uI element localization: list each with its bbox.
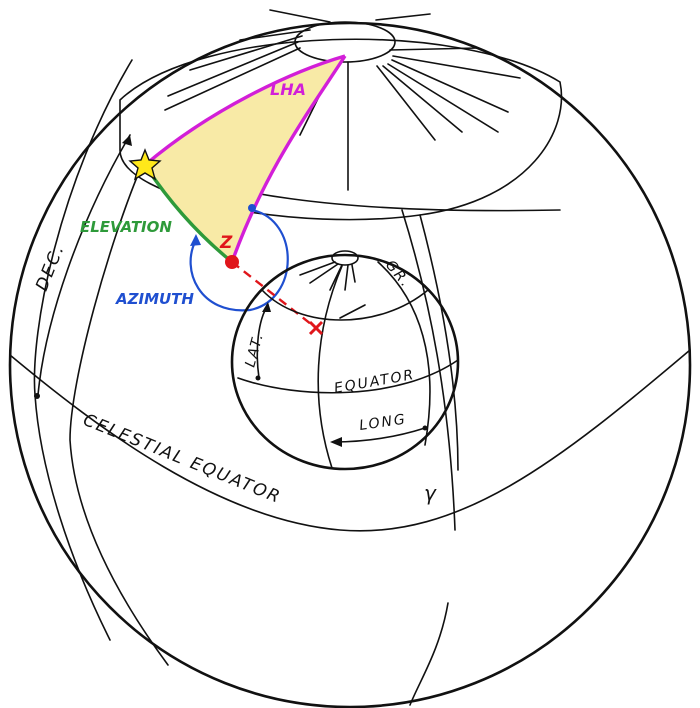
navigational-triangle xyxy=(145,56,345,262)
elevation-label: ELEVATION xyxy=(80,218,172,236)
earth-central-meridian xyxy=(317,265,343,469)
meridian-through-star xyxy=(69,164,169,666)
dec-arrow xyxy=(34,134,132,399)
azimuth-arrowhead xyxy=(190,234,201,246)
lat-dot xyxy=(255,375,261,381)
lha-arc-meridian xyxy=(230,55,347,263)
meridian-lower xyxy=(409,602,449,706)
long-label: LONG xyxy=(358,411,407,433)
lat-label: LAT. xyxy=(242,330,267,369)
zenith-line xyxy=(231,261,317,329)
long-arrow xyxy=(332,427,426,443)
zenith-label: Z xyxy=(219,233,233,253)
long-arrowhead xyxy=(330,437,342,447)
hour-circle-right xyxy=(419,214,459,471)
earth-equator-line xyxy=(237,359,459,394)
azimuth-label: AZIMUTH xyxy=(115,290,194,308)
long-dot xyxy=(422,425,428,431)
equator-label: EQUATOR xyxy=(333,367,417,397)
earth-globe-outline xyxy=(230,253,460,471)
celestial-sphere-outline xyxy=(8,21,692,708)
earth-north-pole-cap xyxy=(331,250,359,266)
aries-label: γ xyxy=(424,481,438,505)
elevation-arc xyxy=(145,167,234,264)
dec-label: DEC. xyxy=(32,241,69,294)
greenwich-meridian xyxy=(377,261,431,446)
lha-arc-upper xyxy=(143,54,346,167)
earth-radial-lines xyxy=(299,261,366,319)
lha-label: LHA xyxy=(270,80,306,99)
greenwich-label: GR. xyxy=(382,257,414,291)
azimuth-arc xyxy=(189,208,289,312)
lat-arrowhead xyxy=(262,302,271,312)
polar-radial-lines xyxy=(164,9,521,191)
red-x-marker xyxy=(308,320,324,336)
celestial-equator-line xyxy=(9,349,691,532)
north-pole-cap xyxy=(294,21,396,63)
azimuth-start-dot xyxy=(248,204,256,212)
star-marker xyxy=(128,148,162,181)
meridian-aries xyxy=(401,209,456,531)
zenith-dot xyxy=(225,255,239,269)
